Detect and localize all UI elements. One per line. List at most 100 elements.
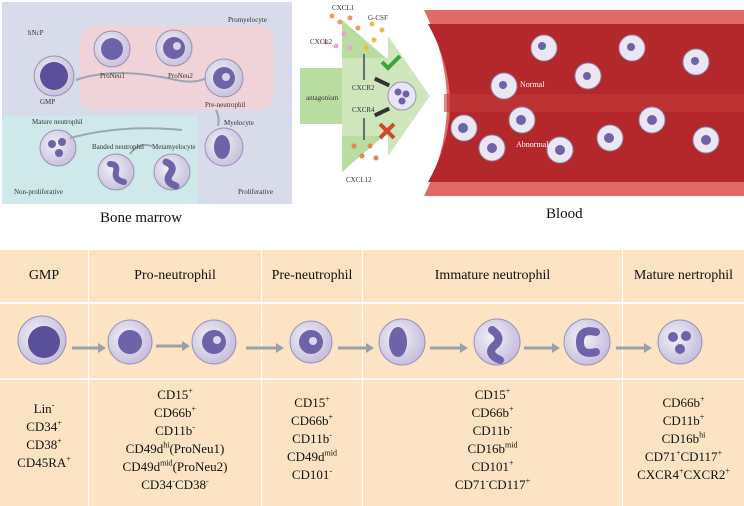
banded-label: Banded neutrophil [92, 143, 144, 151]
metamyelocyte-label: Metamyelocyte [152, 143, 196, 151]
marker-name: CD101 [471, 459, 510, 474]
pro-neutrophil-cell-icon [107, 319, 153, 365]
immature-neutrophil-cell-icon [563, 318, 611, 366]
mature-neutrophil-cell-icon [657, 319, 703, 365]
marker-superscript: hi [699, 430, 706, 440]
marker-superscript: hi [163, 440, 170, 450]
cross-icon [378, 122, 396, 140]
gmp-label: GMP [40, 98, 56, 106]
immature-neutrophil-cell-icon [378, 318, 426, 366]
marker-item: Lin- [34, 400, 55, 418]
mature-label: Mature neutrophil [32, 118, 83, 126]
marker-superscript: - [172, 476, 175, 486]
marker-superscript: + [509, 458, 514, 468]
marker-item: CD34+ [26, 418, 62, 436]
marker-item: CD11b- [473, 422, 513, 440]
proneu2-cell-icon [155, 29, 193, 67]
marker-name: CD11b [472, 423, 510, 438]
marker-item: CD49dhi(ProNeu1) [126, 440, 225, 458]
bone-marrow-arrow-icon [69, 72, 220, 155]
marker-item: CD16bhi [662, 430, 706, 448]
marker-item: CD71+CD117+ [645, 448, 722, 466]
marker-name: CD11b [662, 413, 700, 428]
marker-item: CD49dmid [287, 448, 337, 466]
gcsf-label: G-CSF [368, 14, 388, 22]
marker-name: CD49d [125, 441, 164, 456]
marker-name: CD49d [286, 449, 325, 464]
header-mature-neutrophil: Mature nertrophil [633, 268, 734, 283]
marker-item: CD101- [292, 466, 332, 484]
marker-superscript: + [675, 448, 681, 458]
marker-name: CD117 [488, 477, 526, 492]
myelocyte-label: Myelocyte [224, 119, 254, 127]
arrow-icon [72, 341, 652, 353]
immature-neutrophil-cell-icon [473, 318, 521, 366]
gmp-cell-icon [33, 55, 75, 97]
marker-superscript: mid [160, 458, 173, 468]
marker-name: CD11b [292, 431, 330, 446]
marker-name: CD117 [680, 449, 718, 464]
marker-name: CD71 [454, 477, 486, 492]
marker-superscript: - [192, 422, 195, 432]
marker-superscript: mid [505, 440, 518, 450]
marker-superscript: + [699, 412, 705, 422]
pro-neutrophil-markers: CD15+CD66b+CD11b-CD49dhi(ProNeu1)CD49dmi… [89, 386, 261, 494]
nonprolif-label: Non-proliferative [14, 188, 63, 196]
marker-item: CD66b+ [154, 404, 196, 422]
marker-superscript: + [188, 386, 193, 396]
marker-name: CXCR2 [683, 467, 726, 482]
marker-name: CD11b [155, 423, 193, 438]
marker-item: CD16bmid [467, 440, 517, 458]
marker-superscript: + [725, 466, 730, 476]
proneu2-label: ProNeu2 [168, 72, 193, 80]
gmp-cell-icon [17, 315, 67, 365]
pre-neutrophil-cell-icon [289, 320, 333, 364]
marker-superscript: - [51, 400, 55, 410]
marker-name: CD101 [291, 467, 330, 482]
marker-item: CD11b- [155, 422, 195, 440]
neutrophil-cell-icon [387, 81, 417, 111]
marker-superscript: + [66, 454, 71, 464]
marker-name: CD49d [122, 459, 161, 474]
marker-superscript: + [57, 418, 62, 428]
blood-caption: Blood [546, 206, 583, 222]
marker-superscript: + [57, 436, 62, 446]
marker-item: CD66b+ [291, 412, 333, 430]
marker-superscript: - [329, 430, 332, 440]
preneutrophil-cell-icon [204, 58, 244, 98]
marker-name: CD16b [467, 441, 506, 456]
marker-name: CD15 [294, 395, 326, 410]
marker-name: CD15 [157, 387, 189, 402]
marker-superscript: + [525, 476, 531, 486]
normal-label: Normal [520, 80, 545, 89]
column-divider [261, 250, 262, 506]
marker-item: CD66b+ [471, 404, 513, 422]
marker-name: CD66b [471, 405, 510, 420]
marker-name: Lin [33, 401, 52, 416]
cell-nuclei-icon [458, 42, 711, 155]
bone-marrow-caption: Bone marrow [100, 210, 183, 226]
promyelocyte-label: Promyelocyte [228, 16, 267, 24]
marker-item: CD71-CD117+ [455, 476, 530, 494]
marker-superscript: + [328, 412, 334, 422]
marker-item: CD15+ [157, 386, 193, 404]
antagonism-label: antagonism [306, 94, 339, 102]
marker-superscript: - [485, 476, 489, 486]
prolif-label: Proliferative [238, 188, 273, 196]
marker-item: CXCR4+CXCR2+ [637, 466, 730, 484]
cxcl12-label: CXCL12 [346, 176, 372, 184]
marker-item: CD101+ [471, 458, 513, 476]
cxcr4-label: CXCR4 [352, 106, 375, 114]
cxcr2-label: CXCR2 [352, 84, 375, 92]
marker-name: CD15 [474, 387, 506, 402]
marker-superscript: mid [324, 448, 337, 458]
blood-vessel [424, 10, 744, 196]
table-divider [0, 378, 744, 380]
marker-name: CD34 [141, 477, 173, 492]
marker-name: CD16b [661, 431, 700, 446]
header-pro-neutrophil: Pro-neutrophil [134, 268, 216, 283]
proneu1-label: ProNeu1 [100, 72, 125, 80]
cell-progression-row [17, 315, 703, 366]
